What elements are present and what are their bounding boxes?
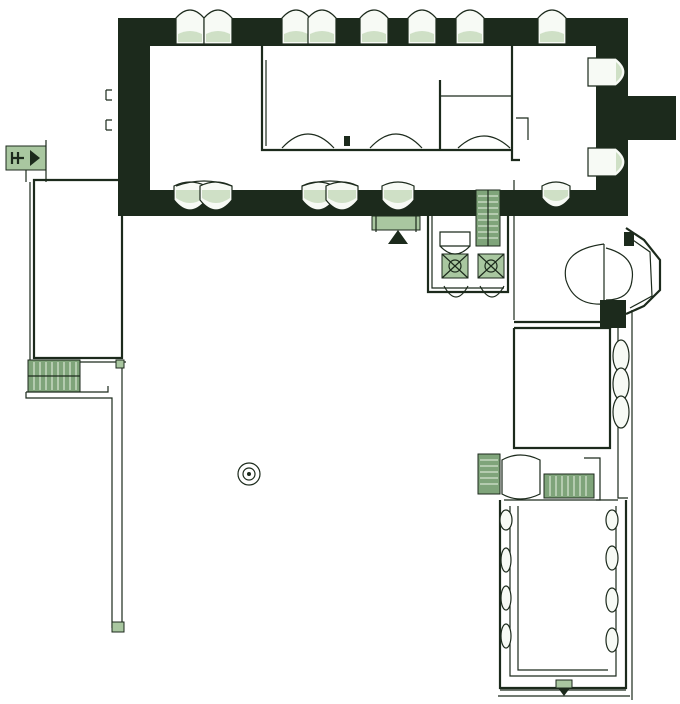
west-stair <box>27 359 81 393</box>
entry-gate <box>371 215 421 244</box>
windows-east <box>587 57 626 177</box>
arrow-icon <box>10 150 40 166</box>
window-top-2 <box>203 9 233 45</box>
east-projection <box>596 96 676 140</box>
service-cell-1 <box>441 253 469 279</box>
east-room-1 <box>514 320 612 330</box>
service-block <box>371 180 515 320</box>
tower-wall <box>600 300 626 328</box>
interior-wall-5 <box>510 46 520 162</box>
tower-outline <box>625 227 662 316</box>
window-top-3 <box>281 9 311 45</box>
window-east-2 <box>587 147 626 177</box>
central-stair <box>475 189 501 247</box>
columns-lower-west <box>499 509 513 649</box>
windows-top <box>175 9 567 45</box>
tower-dome <box>564 243 605 305</box>
west-annex <box>5 140 126 633</box>
window-top-4 <box>307 9 337 45</box>
east-entrance <box>555 679 573 696</box>
main-building <box>118 18 676 328</box>
window-east-1 <box>587 57 626 87</box>
walkway-end <box>111 621 125 633</box>
service-cell-2 <box>477 253 505 279</box>
west-wall-marks <box>105 89 112 131</box>
window-top-8 <box>537 9 567 45</box>
window-top-5 <box>359 9 389 45</box>
window-top-1 <box>175 9 205 45</box>
window-bottom-4 <box>325 181 359 211</box>
walkway <box>25 368 123 628</box>
main-building-walls <box>118 18 628 216</box>
window-top-7 <box>455 9 485 45</box>
west-annex-outline <box>32 178 124 360</box>
window-bottom-1 <box>173 181 207 211</box>
east-wing <box>477 227 662 700</box>
east-room-2 <box>512 328 612 450</box>
column-icon <box>612 339 630 429</box>
interior-wall-6 <box>516 117 529 140</box>
windows-bottom <box>173 181 571 211</box>
interior-wall-1 <box>260 46 512 152</box>
fountain-icon <box>237 462 261 486</box>
vault-arcs <box>175 133 511 187</box>
window-bottom-6 <box>541 181 571 208</box>
walkway-post <box>115 359 125 369</box>
window-top-6 <box>407 9 437 45</box>
interior-pier <box>344 136 350 146</box>
window-bottom-2 <box>199 181 233 211</box>
east-stair <box>477 453 601 501</box>
tower-corner-1 <box>624 232 634 246</box>
columns-lower-east <box>605 509 619 653</box>
window-bottom-5 <box>381 181 415 211</box>
